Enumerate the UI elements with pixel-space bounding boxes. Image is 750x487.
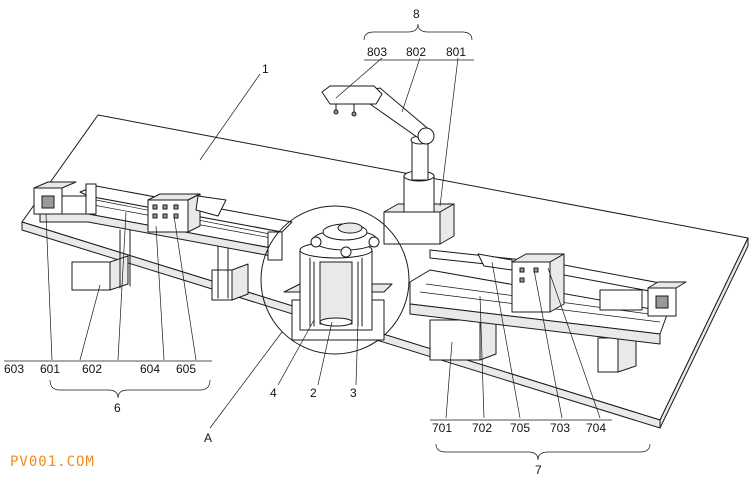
label-605: 605 bbox=[176, 362, 196, 376]
label-1: 1 bbox=[262, 62, 269, 76]
label-A: A bbox=[204, 431, 212, 445]
label-8: 8 bbox=[413, 7, 420, 21]
label-underlines bbox=[4, 23, 651, 461]
label-703: 703 bbox=[550, 421, 570, 435]
label-3: 3 bbox=[350, 386, 357, 400]
base-plate bbox=[21, 114, 749, 429]
label-6: 6 bbox=[114, 401, 121, 415]
label-701: 701 bbox=[432, 421, 452, 435]
reference-labels: 1 8 803 802 801 603 601 602 604 605 6 4 … bbox=[4, 7, 606, 477]
label-801: 801 bbox=[446, 45, 466, 59]
label-601: 601 bbox=[40, 362, 60, 376]
label-705: 705 bbox=[510, 421, 530, 435]
left-clamp-assembly bbox=[33, 181, 293, 301]
robot-arm bbox=[321, 85, 455, 245]
label-602: 602 bbox=[82, 362, 102, 376]
label-604: 604 bbox=[140, 362, 160, 376]
label-702: 702 bbox=[472, 421, 492, 435]
label-7: 7 bbox=[535, 463, 542, 477]
label-2: 2 bbox=[310, 386, 317, 400]
label-603: 603 bbox=[4, 362, 24, 376]
label-4: 4 bbox=[270, 386, 277, 400]
right-clamp-assembly bbox=[409, 249, 687, 373]
label-704: 704 bbox=[586, 421, 606, 435]
watermark-text: PV001.COM bbox=[10, 454, 95, 470]
label-802: 802 bbox=[406, 45, 426, 59]
leader-lines bbox=[45, 57, 601, 429]
centre-fixture bbox=[260, 205, 410, 355]
label-803: 803 bbox=[367, 45, 387, 59]
